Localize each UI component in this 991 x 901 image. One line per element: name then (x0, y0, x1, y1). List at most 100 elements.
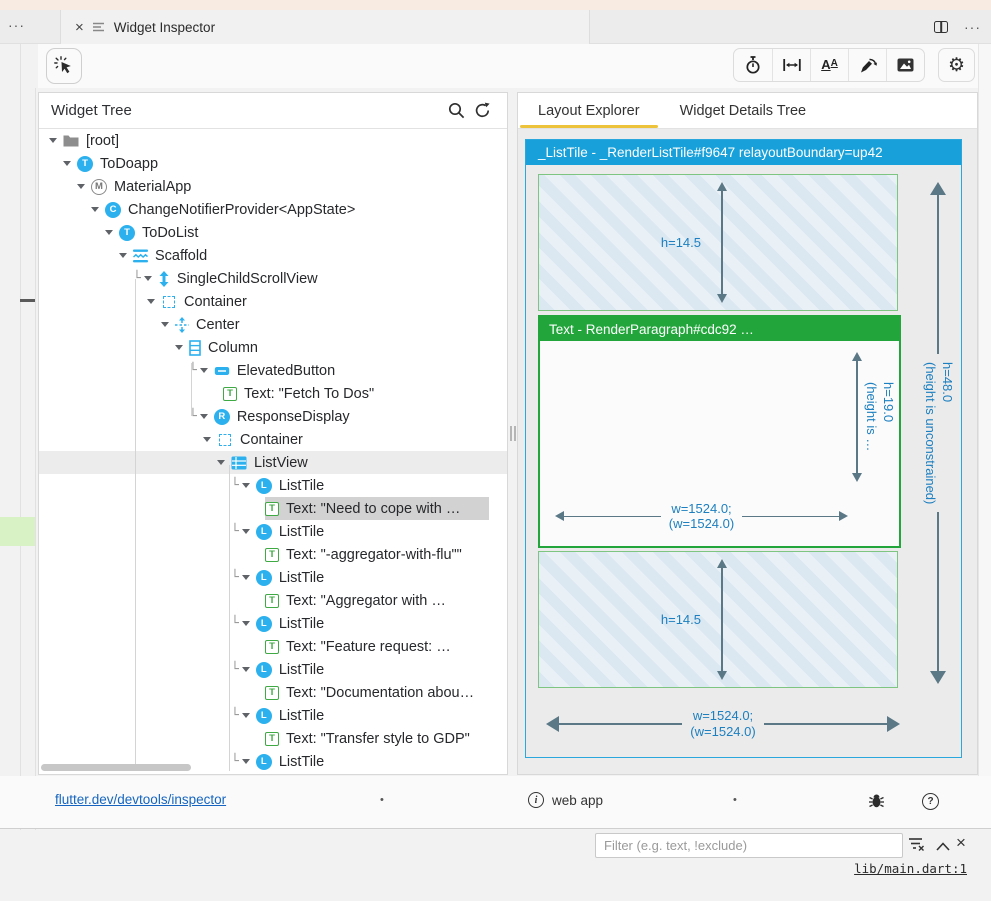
tree-node-label: Text: "-aggregator-with-flu"" (286, 546, 462, 563)
overflow-menu-right-icon[interactable]: ··· (964, 19, 981, 35)
layout-text-box[interactable]: Text - RenderParagraph#cdc92 … h=19.0 (h… (538, 315, 901, 548)
chevron-down-icon[interactable] (241, 713, 250, 722)
show-guidelines-icon (782, 59, 801, 71)
tree-horizontal-scrollbar[interactable] (41, 764, 191, 771)
devtools-docs-link[interactable]: flutter.dev/devtools/inspector (55, 792, 227, 807)
tree-node[interactable]: Center (39, 313, 507, 336)
chevron-down-icon[interactable] (175, 345, 183, 354)
chevron-down-icon[interactable] (199, 368, 208, 377)
tree-search-button[interactable] (443, 98, 469, 124)
clear-filters-button[interactable] (908, 836, 925, 856)
refresh-icon (475, 102, 490, 118)
listview-icon (231, 456, 247, 469)
chevron-down-icon[interactable] (241, 483, 250, 492)
panel-splitter[interactable] (508, 92, 517, 775)
chevron-down-icon[interactable] (217, 460, 225, 469)
tree-node-label: ListTile (278, 661, 325, 678)
container-icon (219, 433, 231, 446)
layout-root-header[interactable]: _ListTile - _RenderListTile#f9647 relayo… (526, 140, 961, 165)
chevron-down-icon[interactable] (143, 276, 152, 285)
inspect-widget-button[interactable] (46, 48, 82, 84)
highlight-oversized-images-button[interactable] (886, 49, 924, 81)
chevron-down-icon[interactable] (241, 621, 250, 630)
tree-node[interactable]: Container (39, 290, 507, 313)
chevron-down-icon[interactable] (105, 230, 113, 239)
chevron-down-icon[interactable] (241, 529, 250, 538)
show-guidelines-button[interactable] (772, 49, 810, 81)
chevron-down-icon[interactable] (49, 138, 57, 147)
highlight-repaints-button[interactable] (848, 49, 886, 81)
text-width-arrow: w=1524.0; (w=1524.0) (550, 501, 853, 532)
chevron-down-icon[interactable] (161, 322, 169, 331)
show-baselines-button[interactable]: AA (810, 49, 848, 81)
help-icon: ? (922, 793, 939, 810)
chevron-down-icon[interactable] (77, 184, 85, 193)
tree-refresh-button[interactable] (469, 98, 495, 124)
tab-widget-inspector[interactable]: × Widget Inspector (60, 10, 590, 44)
chevron-down-icon[interactable] (91, 207, 99, 216)
layout-top-padding-box[interactable]: h=14.5 (538, 174, 898, 311)
editor-gutter-marker (20, 299, 35, 302)
tree-node[interactable]: └SingleChildScrollView (39, 267, 507, 290)
tree-node-label: Text: "Need to cope with … (286, 500, 461, 517)
tab-layout-explorer[interactable]: Layout Explorer (518, 93, 660, 128)
tree-node[interactable]: ListView (39, 451, 507, 474)
filter-input[interactable] (595, 833, 903, 858)
slow-animations-button[interactable] (734, 49, 772, 81)
chevron-down-icon[interactable] (241, 575, 250, 584)
circle-icon: L (255, 661, 272, 678)
chevron-down-icon[interactable] (63, 161, 71, 170)
report-issue-button[interactable] (868, 792, 885, 812)
file-link[interactable]: lib/main.dart:1 (854, 861, 967, 876)
tab-close-icon[interactable]: × (75, 18, 84, 36)
tree-node[interactable]: [root] (39, 129, 507, 152)
split-editor-icon[interactable] (934, 21, 948, 33)
list-icon (92, 22, 104, 32)
layout-root-box[interactable]: _ListTile - _RenderListTile#f9647 relayo… (525, 139, 962, 758)
connection-status: i web app (528, 792, 603, 808)
chevron-down-icon[interactable] (241, 667, 250, 676)
info-icon[interactable]: i (528, 792, 544, 808)
layout-text-header[interactable]: Text - RenderParagraph#cdc92 … (540, 317, 899, 341)
close-panel-icon[interactable]: × (956, 833, 966, 852)
tab-widget-details-tree[interactable]: Widget Details Tree (679, 102, 807, 119)
collapse-panel-button[interactable] (936, 838, 950, 856)
circle-icon: L (255, 707, 272, 724)
tree-node[interactable]: Column (39, 336, 507, 359)
tab-title: Widget Inspector (113, 19, 216, 35)
settings-button[interactable]: ⚙ (938, 48, 975, 82)
chevron-down-icon[interactable] (199, 414, 208, 423)
tree-node[interactable]: └ElevatedButton (39, 359, 507, 382)
chevron-down-icon[interactable] (203, 437, 211, 446)
tree-node[interactable]: Scaffold (39, 244, 507, 267)
help-button[interactable]: ? (922, 792, 939, 810)
tree-node[interactable]: Container (39, 428, 507, 451)
layout-bottom-padding-box[interactable]: h=14.5 (538, 551, 898, 688)
tree-node-label: ResponseDisplay (236, 408, 350, 425)
chevron-down-icon[interactable] (119, 253, 127, 262)
chevron-down-icon[interactable] (241, 759, 250, 768)
tree-elbow: └ (189, 409, 197, 424)
overflow-menu-left-icon[interactable]: ··· (8, 17, 25, 33)
chevron-down-icon[interactable] (147, 299, 155, 308)
